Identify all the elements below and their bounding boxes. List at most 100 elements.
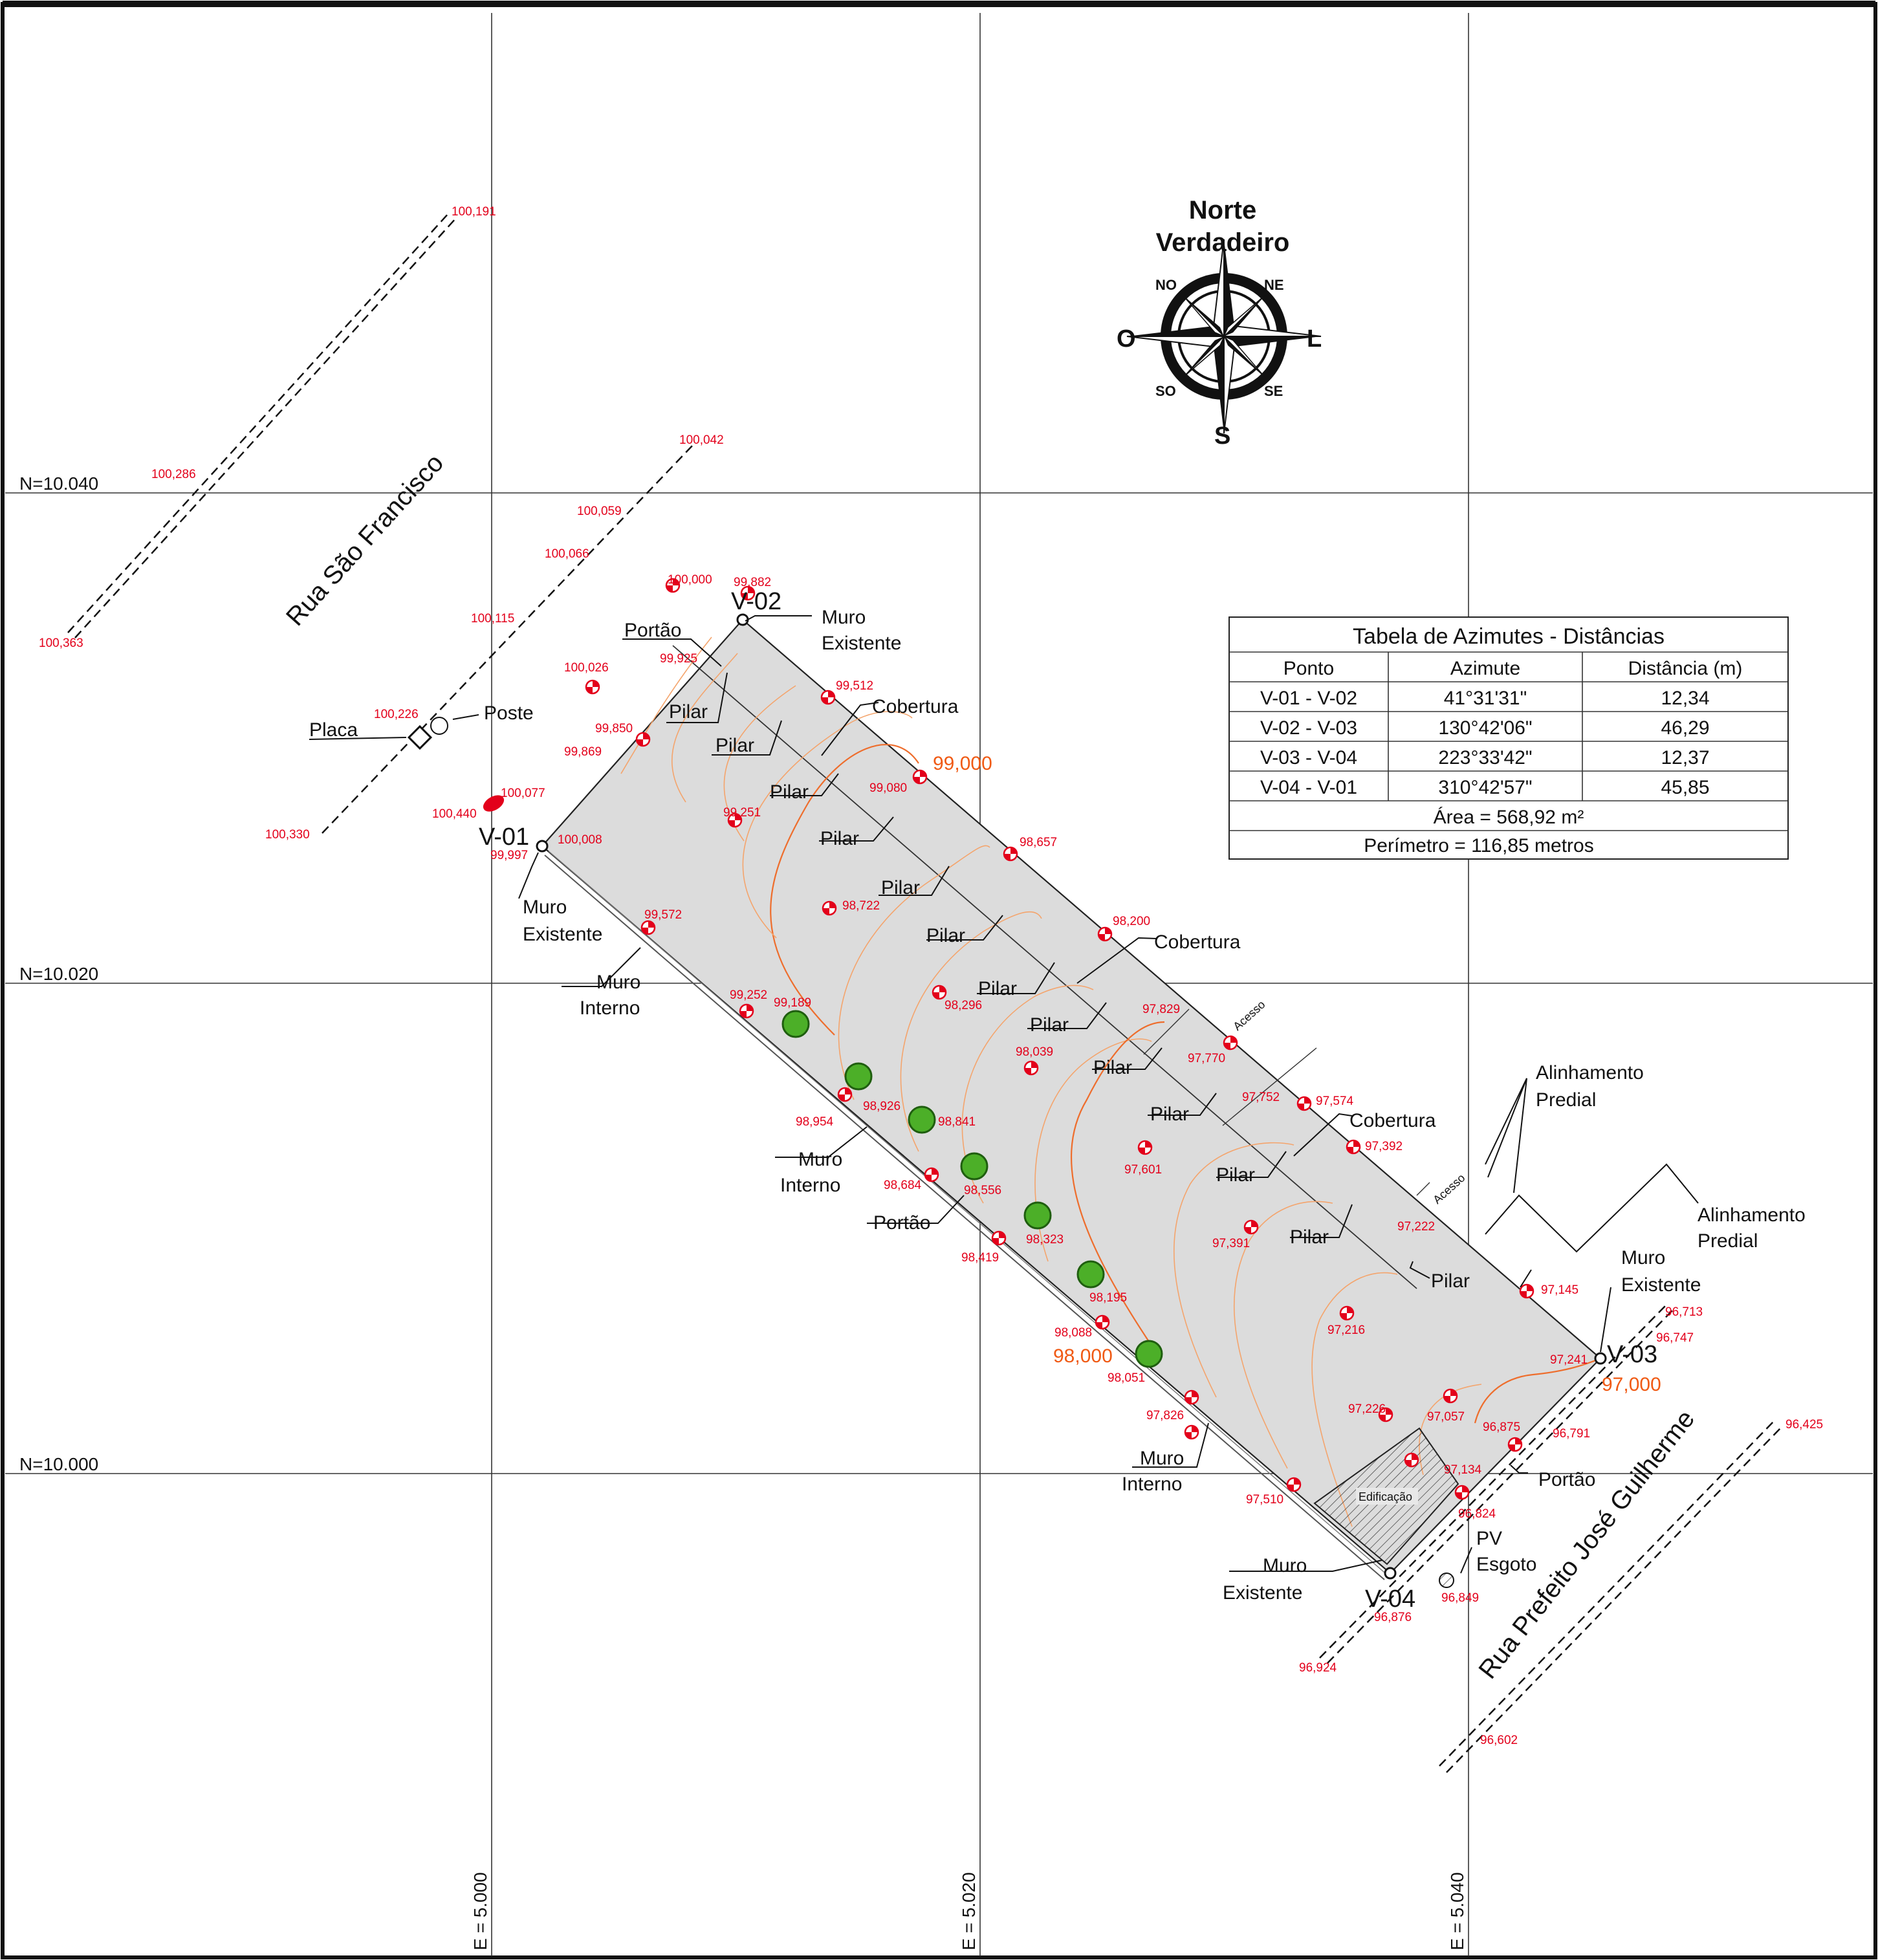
elev-99850: 99,850	[595, 722, 633, 735]
pilar-label-2: Pilar	[715, 735, 754, 756]
grid-label-e5040: E = 5.040	[1447, 1872, 1467, 1950]
elev-100440: 100,440	[432, 807, 477, 821]
elev-100066: 100,066	[545, 547, 589, 561]
azimuth-table: Tabela de Azimutes - Distâncias Ponto Az…	[1228, 616, 1789, 860]
esgoto-label: Esgoto	[1476, 1554, 1536, 1575]
elev-98200: 98,200	[1113, 915, 1150, 928]
pilar-label-3: Pilar	[770, 781, 809, 803]
elev-97510: 97,510	[1246, 1493, 1283, 1507]
muro-existente-label-4b: Existente	[1223, 1582, 1302, 1604]
cobertura-line	[672, 645, 1417, 1289]
elev-100077: 100,077	[501, 787, 545, 800]
elev-100000: 100,000	[668, 573, 712, 587]
pilar-label-11: Pilar	[1216, 1164, 1255, 1186]
poste-label: Poste	[484, 702, 534, 724]
elev-100330: 100,330	[265, 828, 310, 842]
pilar-label-9: Pilar	[1093, 1057, 1132, 1078]
grid-label-e5000: E = 5.000	[470, 1872, 490, 1950]
pilar-markers	[666, 672, 1430, 1279]
rua-prefeito-edges	[1319, 1305, 1782, 1773]
elev-97392: 97,392	[1365, 1140, 1403, 1153]
muro-interno-label-1b: Interno	[580, 997, 640, 1019]
pilar-label-7: Pilar	[978, 978, 1017, 999]
muro-existente-label-4a: Muro	[1263, 1555, 1307, 1576]
alinhamento-label-1b: Predial	[1536, 1089, 1596, 1111]
alinhamento-label-2a: Alinhamento	[1698, 1204, 1806, 1226]
table-cell: V-04 - V-01	[1260, 777, 1357, 798]
elev-98926: 98,926	[863, 1100, 901, 1113]
elev-97752: 97,752	[1242, 1091, 1280, 1104]
contour-lines	[620, 637, 1601, 1527]
elev-98684: 98,684	[884, 1179, 922, 1192]
muro-existente-label-2a: Muro	[523, 897, 567, 918]
pilar-label-12: Pilar	[1290, 1226, 1329, 1248]
compass-label-no: NO	[1155, 277, 1177, 293]
elev-96791: 96,791	[1553, 1427, 1590, 1441]
elev-96824: 96,824	[1458, 1507, 1496, 1521]
muro-interno-label-1a: Muro	[596, 972, 640, 993]
table-cell: 310°42'57"	[1438, 777, 1532, 798]
elev-99512: 99,512	[836, 679, 873, 693]
table-cell: 12,34	[1661, 688, 1709, 709]
muro-interno-label-2a: Muro	[798, 1149, 842, 1170]
table-header-azimute: Azimute	[1450, 658, 1520, 679]
muro-existente-label-1b: Existente	[822, 633, 901, 654]
alinhamento-label-1a: Alinhamento	[1536, 1062, 1644, 1083]
elev-97134: 97,134	[1444, 1463, 1482, 1477]
elev-99997: 99,997	[490, 849, 528, 862]
elev-98556: 98,556	[964, 1184, 1001, 1197]
table-cell: 45,85	[1661, 777, 1709, 798]
elev-100115: 100,115	[471, 612, 514, 626]
rua-sao-francisco-edges	[67, 212, 695, 834]
table-cell: 223°33'42"	[1438, 747, 1532, 768]
pilar-label-10: Pilar	[1150, 1104, 1189, 1125]
interior-wall-line	[544, 855, 1385, 1580]
vertex-v04-icon	[1384, 1567, 1397, 1580]
pilar-label-13: Pilar	[1431, 1270, 1470, 1292]
elev-98841: 98,841	[938, 1115, 976, 1129]
pilar-label-5: Pilar	[881, 877, 920, 898]
elev-97770: 97,770	[1188, 1052, 1225, 1065]
acesso-label-2: Acesso	[1430, 1171, 1467, 1206]
table-cell: 12,37	[1661, 747, 1709, 768]
elev-96875: 96,875	[1483, 1421, 1520, 1434]
compass-rose-icon	[1126, 239, 1322, 434]
pilar-label-6: Pilar	[926, 925, 965, 946]
elev-98039: 98,039	[1016, 1045, 1053, 1059]
elev-100059: 100,059	[577, 505, 622, 518]
elev-96602: 96,602	[1480, 1734, 1518, 1747]
compass-label-l: L	[1307, 325, 1322, 353]
elev-100042: 100,042	[679, 433, 724, 447]
vertex-v03-label: V-03	[1607, 1341, 1657, 1368]
grid-label-e5020: E = 5.020	[959, 1872, 979, 1950]
table-cell: 130°42'06"	[1438, 717, 1532, 739]
elev-100191: 100,191	[452, 205, 496, 219]
muro-interno-label-2b: Interno	[780, 1175, 840, 1196]
tree-icon	[960, 1152, 988, 1181]
placa-label: Placa	[309, 719, 358, 741]
elev-98419: 98,419	[961, 1251, 999, 1265]
grid-label-n10020: N=10.020	[19, 964, 98, 984]
elev-98296: 98,296	[944, 999, 982, 1012]
elev-99869: 99,869	[564, 745, 602, 759]
portao-label-2: Portão	[873, 1212, 930, 1234]
compass-label-se: SE	[1264, 383, 1283, 399]
trees	[781, 1010, 1163, 1368]
elev-97057: 97,057	[1427, 1410, 1465, 1424]
elev-100026: 100,026	[564, 661, 609, 675]
grid-label-n10040: N=10.040	[19, 474, 98, 494]
elev-96924: 96,924	[1299, 1661, 1337, 1675]
acesso-label-1: Acesso	[1230, 998, 1267, 1033]
elev-96747: 96,747	[1656, 1331, 1694, 1345]
pv-label: PV	[1476, 1528, 1502, 1549]
compass-label-s: S	[1214, 422, 1230, 450]
elev-96425: 96,425	[1785, 1418, 1823, 1432]
table-header-ponto: Ponto	[1283, 658, 1334, 679]
elev-97216: 97,216	[1327, 1323, 1365, 1337]
alinhamento-label-2b: Predial	[1698, 1230, 1758, 1252]
elev-99925: 99,925	[660, 652, 697, 666]
muro-existente-label-3b: Existente	[1621, 1274, 1701, 1296]
elev-98722: 98,722	[842, 899, 880, 913]
muro-existente-label-2b: Existente	[523, 924, 602, 945]
